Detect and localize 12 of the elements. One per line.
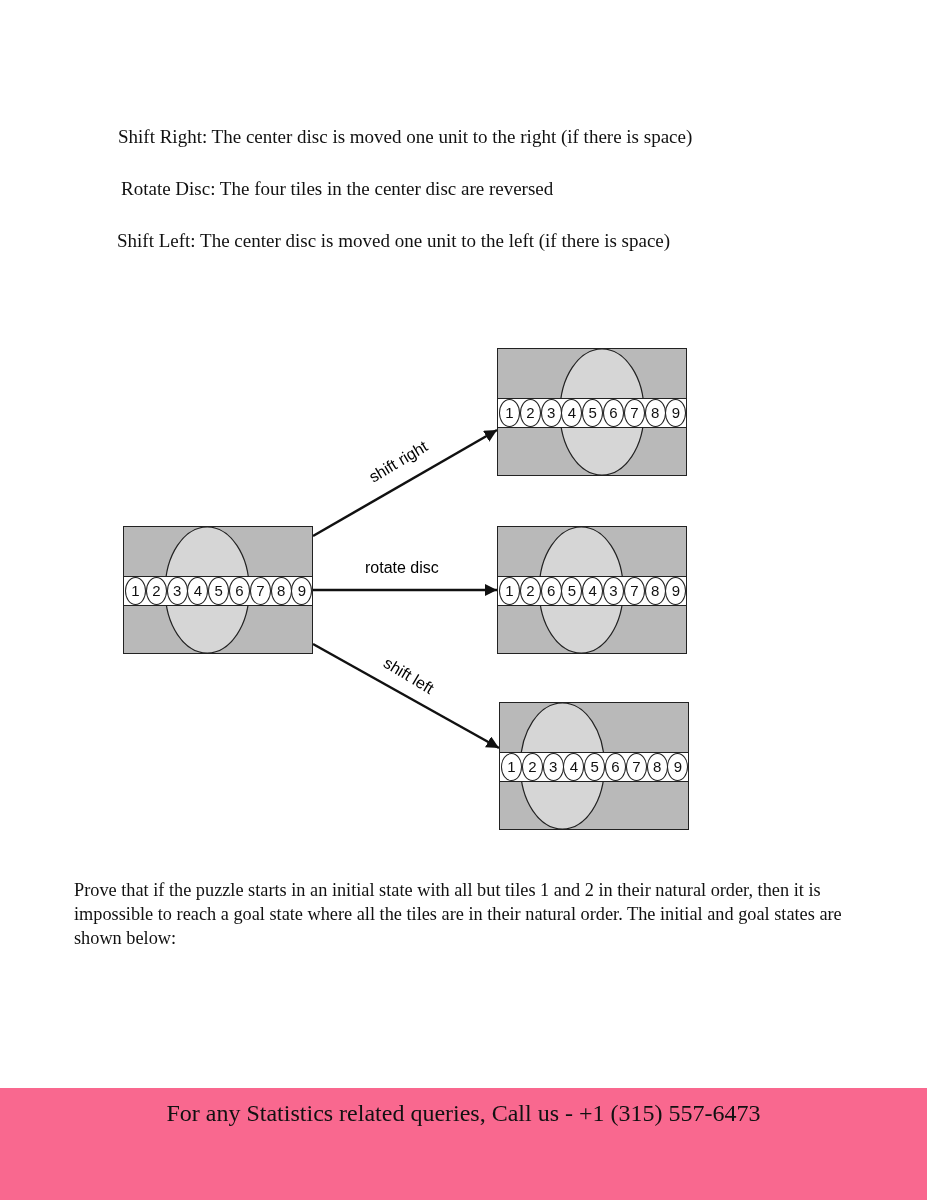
rule-text: Shift Left: The center disc is moved one unit to the left (if there is space) — [117, 229, 672, 253]
arrow — [312, 642, 500, 750]
rule-text: Shift Right: The center disc is moved one unit to the right (if there is space) — [118, 125, 694, 149]
puzzle-state-box — [499, 702, 689, 830]
arrow — [312, 428, 498, 538]
puzzle-state-box — [123, 526, 313, 654]
problem-paragraph: Prove that if the puzzle starts in an initial state with all but tiles 1 and 2 in their natural order, then it is impossible to reach a goal state where all the tiles are in their natural order. The initial and goal states are shown below: — [74, 879, 843, 950]
puzzle-state-box — [497, 526, 687, 654]
contact-line: For any Statistics related queries, Call us - +1 (315) 557-6473 — [165, 1099, 762, 1128]
rule-text: Rotate Disc: The four tiles in the center disc are reversed — [121, 177, 555, 201]
arrow — [313, 583, 497, 597]
puzzle-state-box — [497, 348, 687, 476]
